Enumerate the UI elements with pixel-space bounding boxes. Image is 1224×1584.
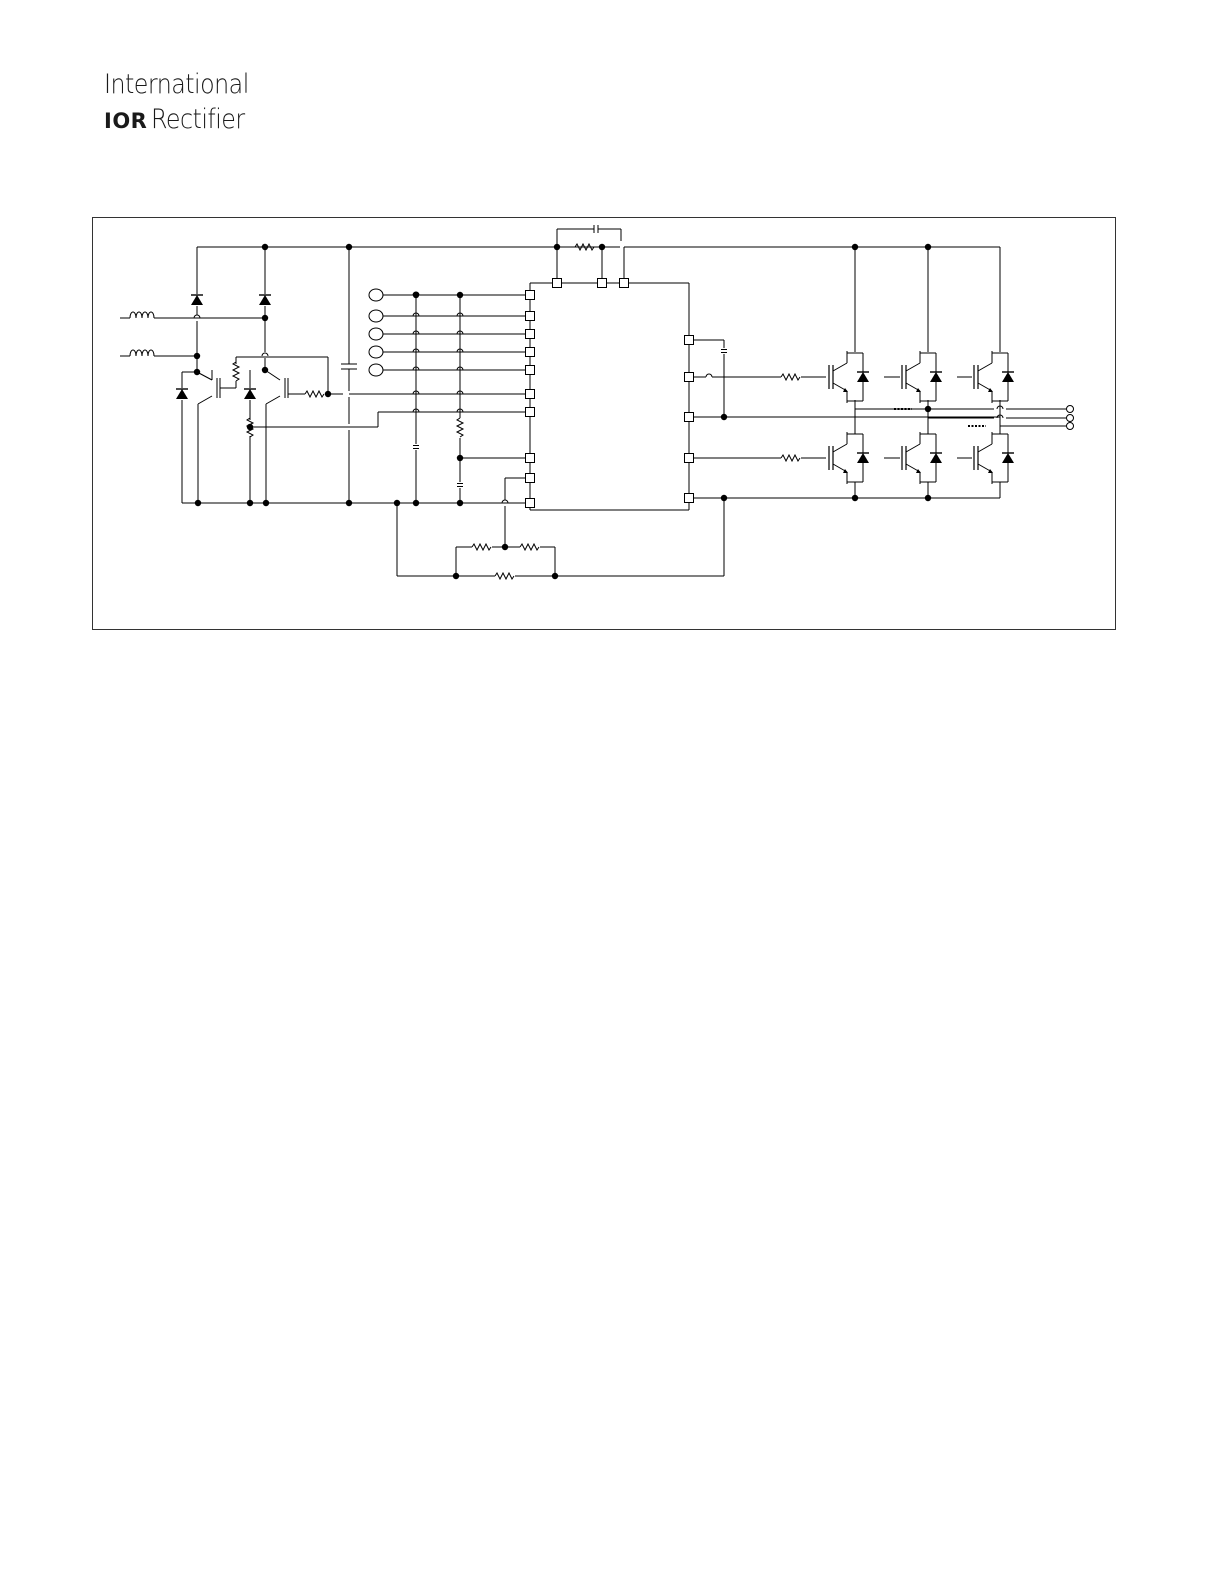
ior-logo-mark: IOR (104, 109, 148, 133)
ic-pins (525, 278, 694, 508)
motor-output-terminals (1066, 405, 1074, 430)
logo-text-international: International (104, 69, 249, 100)
signal-input-ovals (368, 288, 384, 377)
wire-crossings (193, 291, 1004, 504)
rectifier-diodes (175, 294, 272, 400)
junction-dots (193, 243, 932, 580)
logo-second-line: IOR Rectifier (104, 104, 269, 135)
schematic-frame (92, 217, 1116, 630)
logo-text-rectifier: Rectifier (151, 104, 245, 135)
dashed-marks (894, 408, 986, 427)
company-logo: International IOR Rectifier (104, 69, 269, 136)
